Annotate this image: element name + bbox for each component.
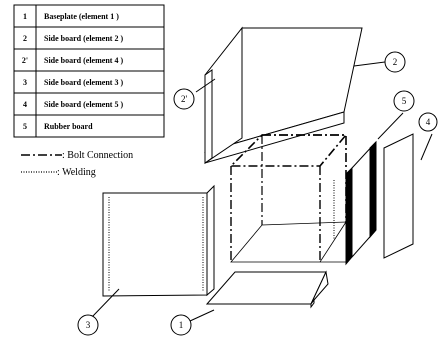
parts-table-item-number: 2 <box>23 34 27 43</box>
rubber-board-bottom-link <box>351 229 377 258</box>
callout-2-label: 2 <box>393 57 398 67</box>
side-board-element-3-panel <box>102 192 208 297</box>
parts-table-item-description: Baseplate (element 1 ) <box>44 12 119 21</box>
parts-table-item-number: 3 <box>23 78 27 87</box>
baseplate-assembly <box>205 270 329 309</box>
leader-5 <box>377 112 404 140</box>
callout-5: 5 <box>393 90 415 112</box>
side-board-element-3-assembly <box>102 184 215 297</box>
callout-2prime-circle <box>173 88 195 110</box>
legend: : Bolt Connection : Welding <box>21 150 133 178</box>
side-board-element-4-thickness <box>204 69 213 164</box>
frame-back-top-right-edges <box>262 134 347 222</box>
callout-5-label: 5 <box>402 96 407 106</box>
leader-2 <box>353 61 386 67</box>
leader-lines <box>91 61 433 322</box>
top-side-board-assembly <box>204 26 363 164</box>
parts-table-item-description: Side board (element 4 ) <box>44 56 123 65</box>
rubber-board-top-link <box>351 141 377 169</box>
legend-welding: : Welding <box>57 167 96 178</box>
leader-1 <box>189 309 215 322</box>
callout-2prime-label: 2' <box>181 94 188 104</box>
callout-2prime: 2' <box>173 88 195 110</box>
callout-2-circle <box>384 51 406 73</box>
rubber-board-strip <box>345 166 353 266</box>
parts-table-item-number: 2' <box>22 56 28 65</box>
callout-1: 1 <box>170 314 192 336</box>
callout-3-circle <box>77 314 99 336</box>
leader-4 <box>420 133 433 161</box>
leader-3 <box>91 288 120 318</box>
baseplate-corner <box>310 298 315 309</box>
parts-table-item-description: Rubber board <box>44 122 93 131</box>
callout-2: 2 <box>384 51 406 73</box>
parts-table-item-number: 5 <box>23 122 27 131</box>
callout-1-circle <box>170 314 192 336</box>
rubber-board-assembly <box>345 140 377 266</box>
side-board-element-3-thickness <box>206 184 215 297</box>
legend-bolt-connection: : Bolt Connection <box>62 150 133 161</box>
parts-table-item-description: Side board (element 2 ) <box>44 34 123 43</box>
callout-3: 3 <box>77 314 99 336</box>
rubber-board-strip-rear <box>369 140 377 239</box>
assembled-frame-outline <box>229 134 348 263</box>
callout-4-circle <box>418 112 438 132</box>
side-board-element-5-panel <box>383 133 414 259</box>
baseplate-panel <box>205 271 327 305</box>
parts-table-item-description: Side board (element 5 ) <box>44 100 123 109</box>
callout-3-label: 3 <box>86 320 91 330</box>
parts-table-item-number: 4 <box>23 100 27 109</box>
callout-1-label: 1 <box>179 320 184 330</box>
parts-table-item-number: 1 <box>23 12 27 21</box>
frame-bottom-face <box>230 221 347 263</box>
callout-4-label: 4 <box>426 117 431 127</box>
callout-4: 4 <box>418 112 438 132</box>
callouts: 2' 2 5 4 3 1 <box>77 51 438 336</box>
leader-2prime <box>195 78 216 93</box>
callout-5-circle <box>393 90 415 112</box>
parts-table-item-description: Side board (element 3 ) <box>44 78 123 87</box>
